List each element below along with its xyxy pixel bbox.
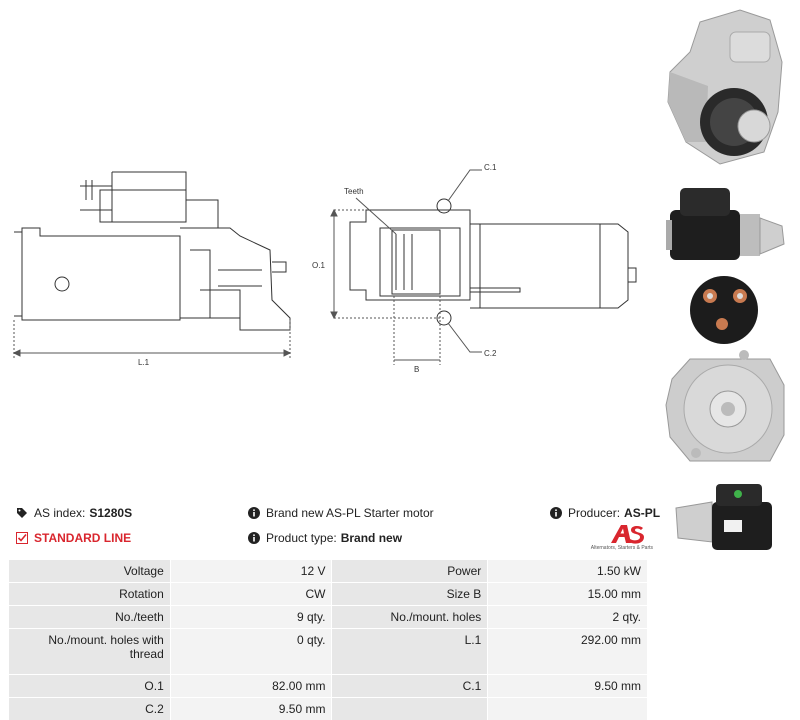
as-index-label: AS index: bbox=[34, 506, 86, 520]
table-row: No./teeth 9 qty. No./mount. holes 2 qty. bbox=[8, 605, 648, 629]
callout-c1 bbox=[447, 169, 482, 202]
table-row: No./mount. holes with thread 0 qty. L.1 … bbox=[8, 628, 648, 675]
table-row: Rotation CW Size B 15.00 mm bbox=[8, 582, 648, 606]
dimension-l1 bbox=[12, 320, 292, 360]
tag-icon bbox=[17, 508, 27, 518]
label-c2: C.2 bbox=[484, 349, 497, 358]
spec-key: No./mount. holes with thread bbox=[8, 628, 171, 675]
callout-c2 bbox=[447, 322, 482, 353]
spec-key: Power bbox=[331, 559, 489, 583]
front-view-drawing bbox=[349, 198, 637, 326]
label-b: B bbox=[414, 365, 419, 374]
spec-value: 0 qty. bbox=[169, 628, 333, 675]
as-logo-mark bbox=[611, 525, 644, 544]
label-o1: O.1 bbox=[312, 261, 325, 270]
description: Brand new AS-PL Starter motor bbox=[248, 506, 434, 520]
photo-mounting-flange[interactable] bbox=[660, 345, 800, 475]
as-index-value: S1280S bbox=[89, 506, 133, 520]
spec-key: O.1 bbox=[8, 674, 171, 698]
spec-key: Size B bbox=[331, 582, 489, 606]
callout-teeth bbox=[355, 197, 397, 235]
product-type: Product type: Brand new bbox=[248, 531, 402, 545]
producer: Producer: AS-PL bbox=[550, 506, 660, 520]
spec-key: C.1 bbox=[331, 674, 489, 698]
photo-front-angle[interactable] bbox=[660, 2, 800, 172]
as-index: AS index: S1280S bbox=[16, 506, 132, 520]
producer-label: Producer: bbox=[568, 506, 621, 520]
photo-terminals[interactable] bbox=[660, 270, 800, 348]
spec-value: 9.50 mm bbox=[169, 697, 333, 720]
specs-table: Voltage 12 V Power 1.50 kW Rotation CW S… bbox=[8, 559, 648, 720]
product-info: AS index: S1280S STANDARD LINE Brand new… bbox=[16, 502, 660, 558]
spec-value: CW bbox=[169, 582, 333, 606]
logo-tagline: Alternators, Starters & Parts bbox=[590, 545, 653, 551]
spec-value: 9 qty. bbox=[169, 605, 333, 629]
side-view-drawing bbox=[14, 171, 291, 331]
spec-value: 15.00 mm bbox=[487, 582, 648, 606]
spec-value bbox=[487, 697, 648, 720]
label-teeth: Teeth bbox=[344, 187, 364, 196]
spec-key: Voltage bbox=[8, 559, 171, 583]
table-row: C.2 9.50 mm bbox=[8, 697, 648, 720]
spec-key: Rotation bbox=[8, 582, 171, 606]
as-pl-logo: Alternators, Starters & Parts bbox=[583, 524, 653, 554]
spec-value: 292.00 mm bbox=[487, 628, 648, 675]
spec-value: 1.50 kW bbox=[487, 559, 648, 583]
standard-line-label: STANDARD LINE bbox=[34, 531, 132, 545]
info-icon bbox=[248, 507, 260, 519]
product-type-value: Brand new bbox=[340, 531, 403, 545]
standard-line: STANDARD LINE bbox=[16, 531, 131, 545]
spec-key: C.2 bbox=[8, 697, 171, 720]
description-text: Brand new AS-PL Starter motor bbox=[266, 506, 434, 520]
spec-key: No./mount. holes bbox=[331, 605, 489, 629]
table-row: Voltage 12 V Power 1.50 kW bbox=[8, 559, 648, 583]
spec-key bbox=[331, 697, 489, 720]
technical-drawing: L.1 O.1 C.1 C.2 B Teeth bbox=[0, 150, 660, 380]
producer-value: AS-PL bbox=[624, 506, 661, 520]
info-icon bbox=[550, 507, 562, 519]
label-c1: C.1 bbox=[484, 163, 497, 172]
photo-labelled[interactable] bbox=[660, 478, 800, 560]
table-row: O.1 82.00 mm C.1 9.50 mm bbox=[8, 674, 648, 698]
label-l1: L.1 bbox=[138, 358, 150, 367]
product-type-label: Product type: bbox=[266, 531, 337, 545]
dimension-o1 bbox=[330, 208, 444, 320]
product-photos bbox=[660, 0, 800, 580]
spec-key: No./teeth bbox=[8, 605, 171, 629]
info-icon bbox=[248, 532, 260, 544]
photo-side[interactable] bbox=[660, 180, 800, 270]
checkbox-checked-icon bbox=[16, 532, 28, 544]
spec-value: 2 qty. bbox=[487, 605, 648, 629]
spec-key: L.1 bbox=[331, 628, 489, 675]
spec-value: 82.00 mm bbox=[169, 674, 333, 698]
spec-value: 12 V bbox=[169, 559, 333, 583]
dimension-b bbox=[393, 296, 441, 365]
spec-value: 9.50 mm bbox=[487, 674, 648, 698]
